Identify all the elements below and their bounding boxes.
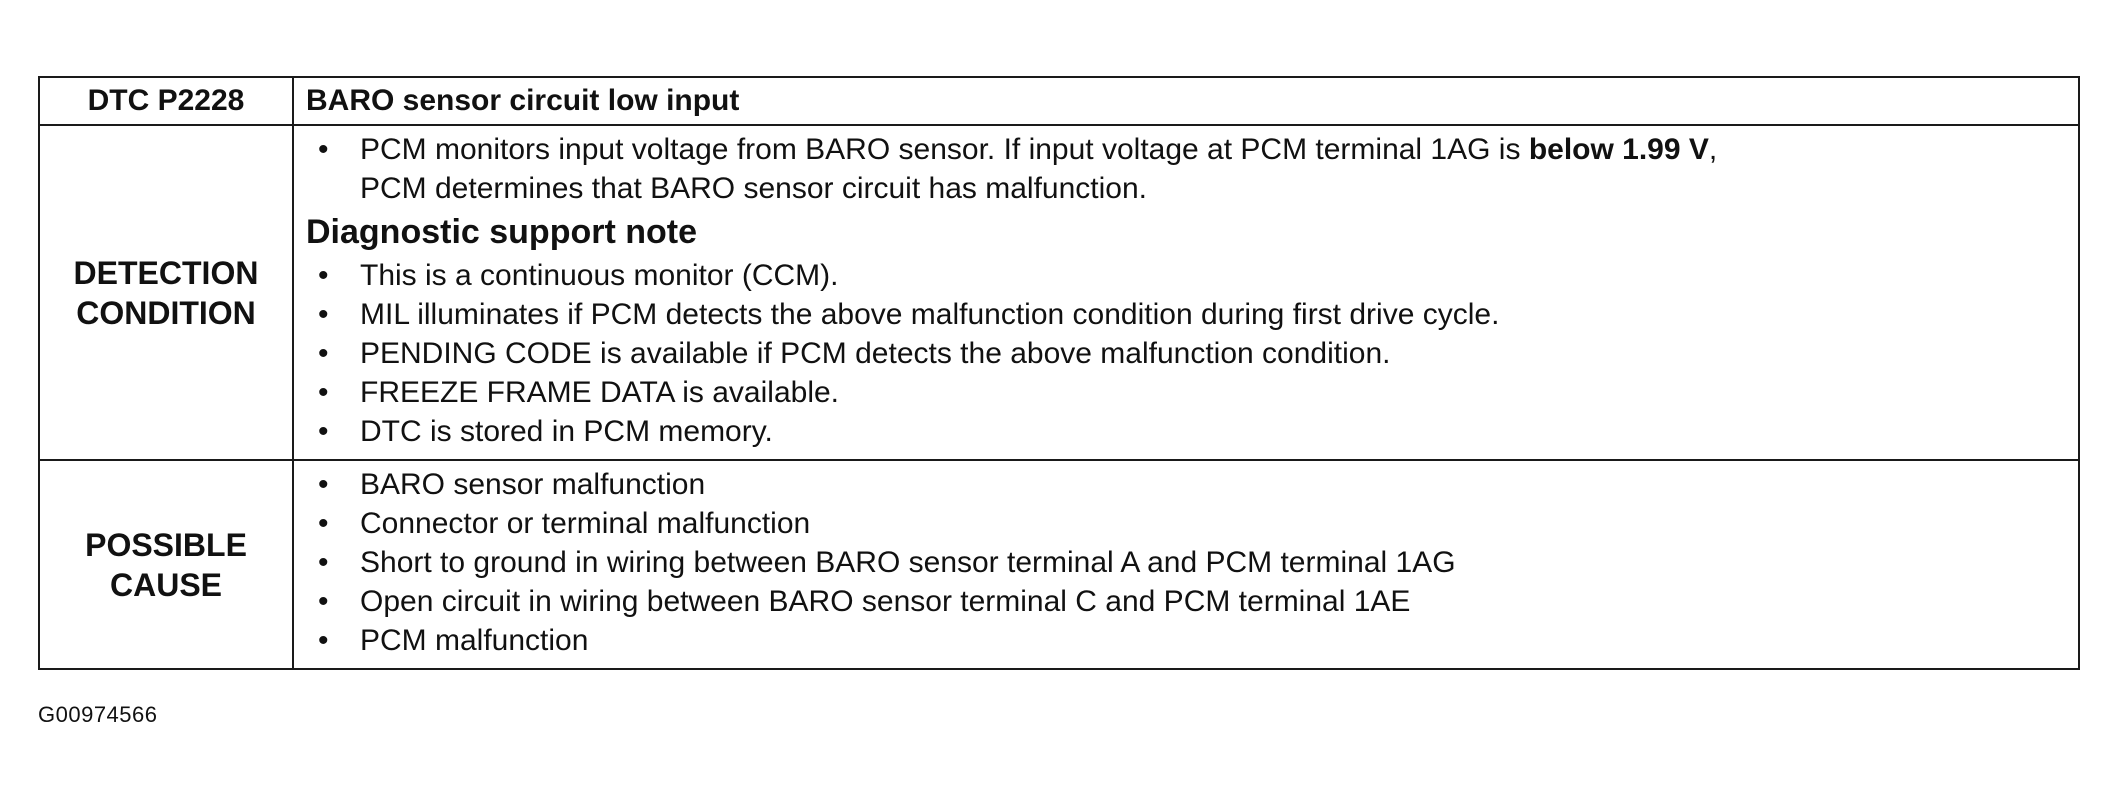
list-item: PENDING CODE is available if PCM detects… [306, 334, 2068, 373]
detection-condition-content: PCM monitors input voltage from BARO sen… [292, 124, 2080, 461]
dtc-table: DTC P2228 BARO sensor circuit low input … [38, 76, 2080, 670]
detection-label-line2: CONDITION [76, 294, 256, 331]
cause-label-line1: POSSIBLE [85, 526, 247, 563]
intro-text: PCM monitors input voltage from BARO sen… [360, 133, 1529, 166]
list-item: Open circuit in wiring between BARO sens… [306, 582, 2068, 621]
list-item: MIL illuminates if PCM detects the above… [306, 295, 2068, 334]
possible-cause-content: BARO sensor malfunction Connector or ter… [292, 459, 2080, 670]
list-item: FREEZE FRAME DATA is available. [306, 373, 2068, 412]
intro-comma: , [1708, 133, 1718, 166]
detection-condition-row: DETECTION CONDITION PCM monitors input v… [38, 124, 2080, 461]
cause-label-line2: CAUSE [109, 566, 222, 603]
possible-cause-row: POSSIBLE CAUSE BARO sensor malfunction C… [38, 459, 2080, 670]
list-item: PCM monitors input voltage from BARO sen… [306, 130, 2068, 208]
support-note-heading: Diagnostic support note [306, 213, 697, 251]
intro-text-line2: PCM determines that BARO sensor circuit … [360, 172, 1147, 205]
voltage-threshold: below 1.99 V [1528, 133, 1709, 166]
dtc-title: BARO sensor circuit low input [292, 76, 2080, 126]
detection-condition-label: DETECTION CONDITION [38, 124, 294, 461]
possible-cause-label: POSSIBLE CAUSE [38, 459, 294, 670]
list-item: This is a continuous monitor (CCM). [306, 256, 2068, 295]
list-item: Connector or terminal malfunction [306, 504, 2068, 543]
detection-intro-list: PCM monitors input voltage from BARO sen… [306, 130, 2068, 208]
detection-label-line1: DETECTION [73, 254, 259, 291]
list-item: Short to ground in wiring between BARO s… [306, 543, 2068, 582]
list-item: BARO sensor malfunction [306, 465, 2068, 504]
header-row: DTC P2228 BARO sensor circuit low input [38, 76, 2080, 126]
list-item: DTC is stored in PCM memory. [306, 412, 2068, 451]
figure-id: G00974566 [38, 702, 158, 727]
support-note-list: This is a continuous monitor (CCM). MIL … [306, 256, 2068, 451]
dtc-code: DTC P2228 [38, 76, 294, 126]
cause-list: BARO sensor malfunction Connector or ter… [306, 465, 2068, 660]
list-item: PCM malfunction [306, 621, 2068, 660]
